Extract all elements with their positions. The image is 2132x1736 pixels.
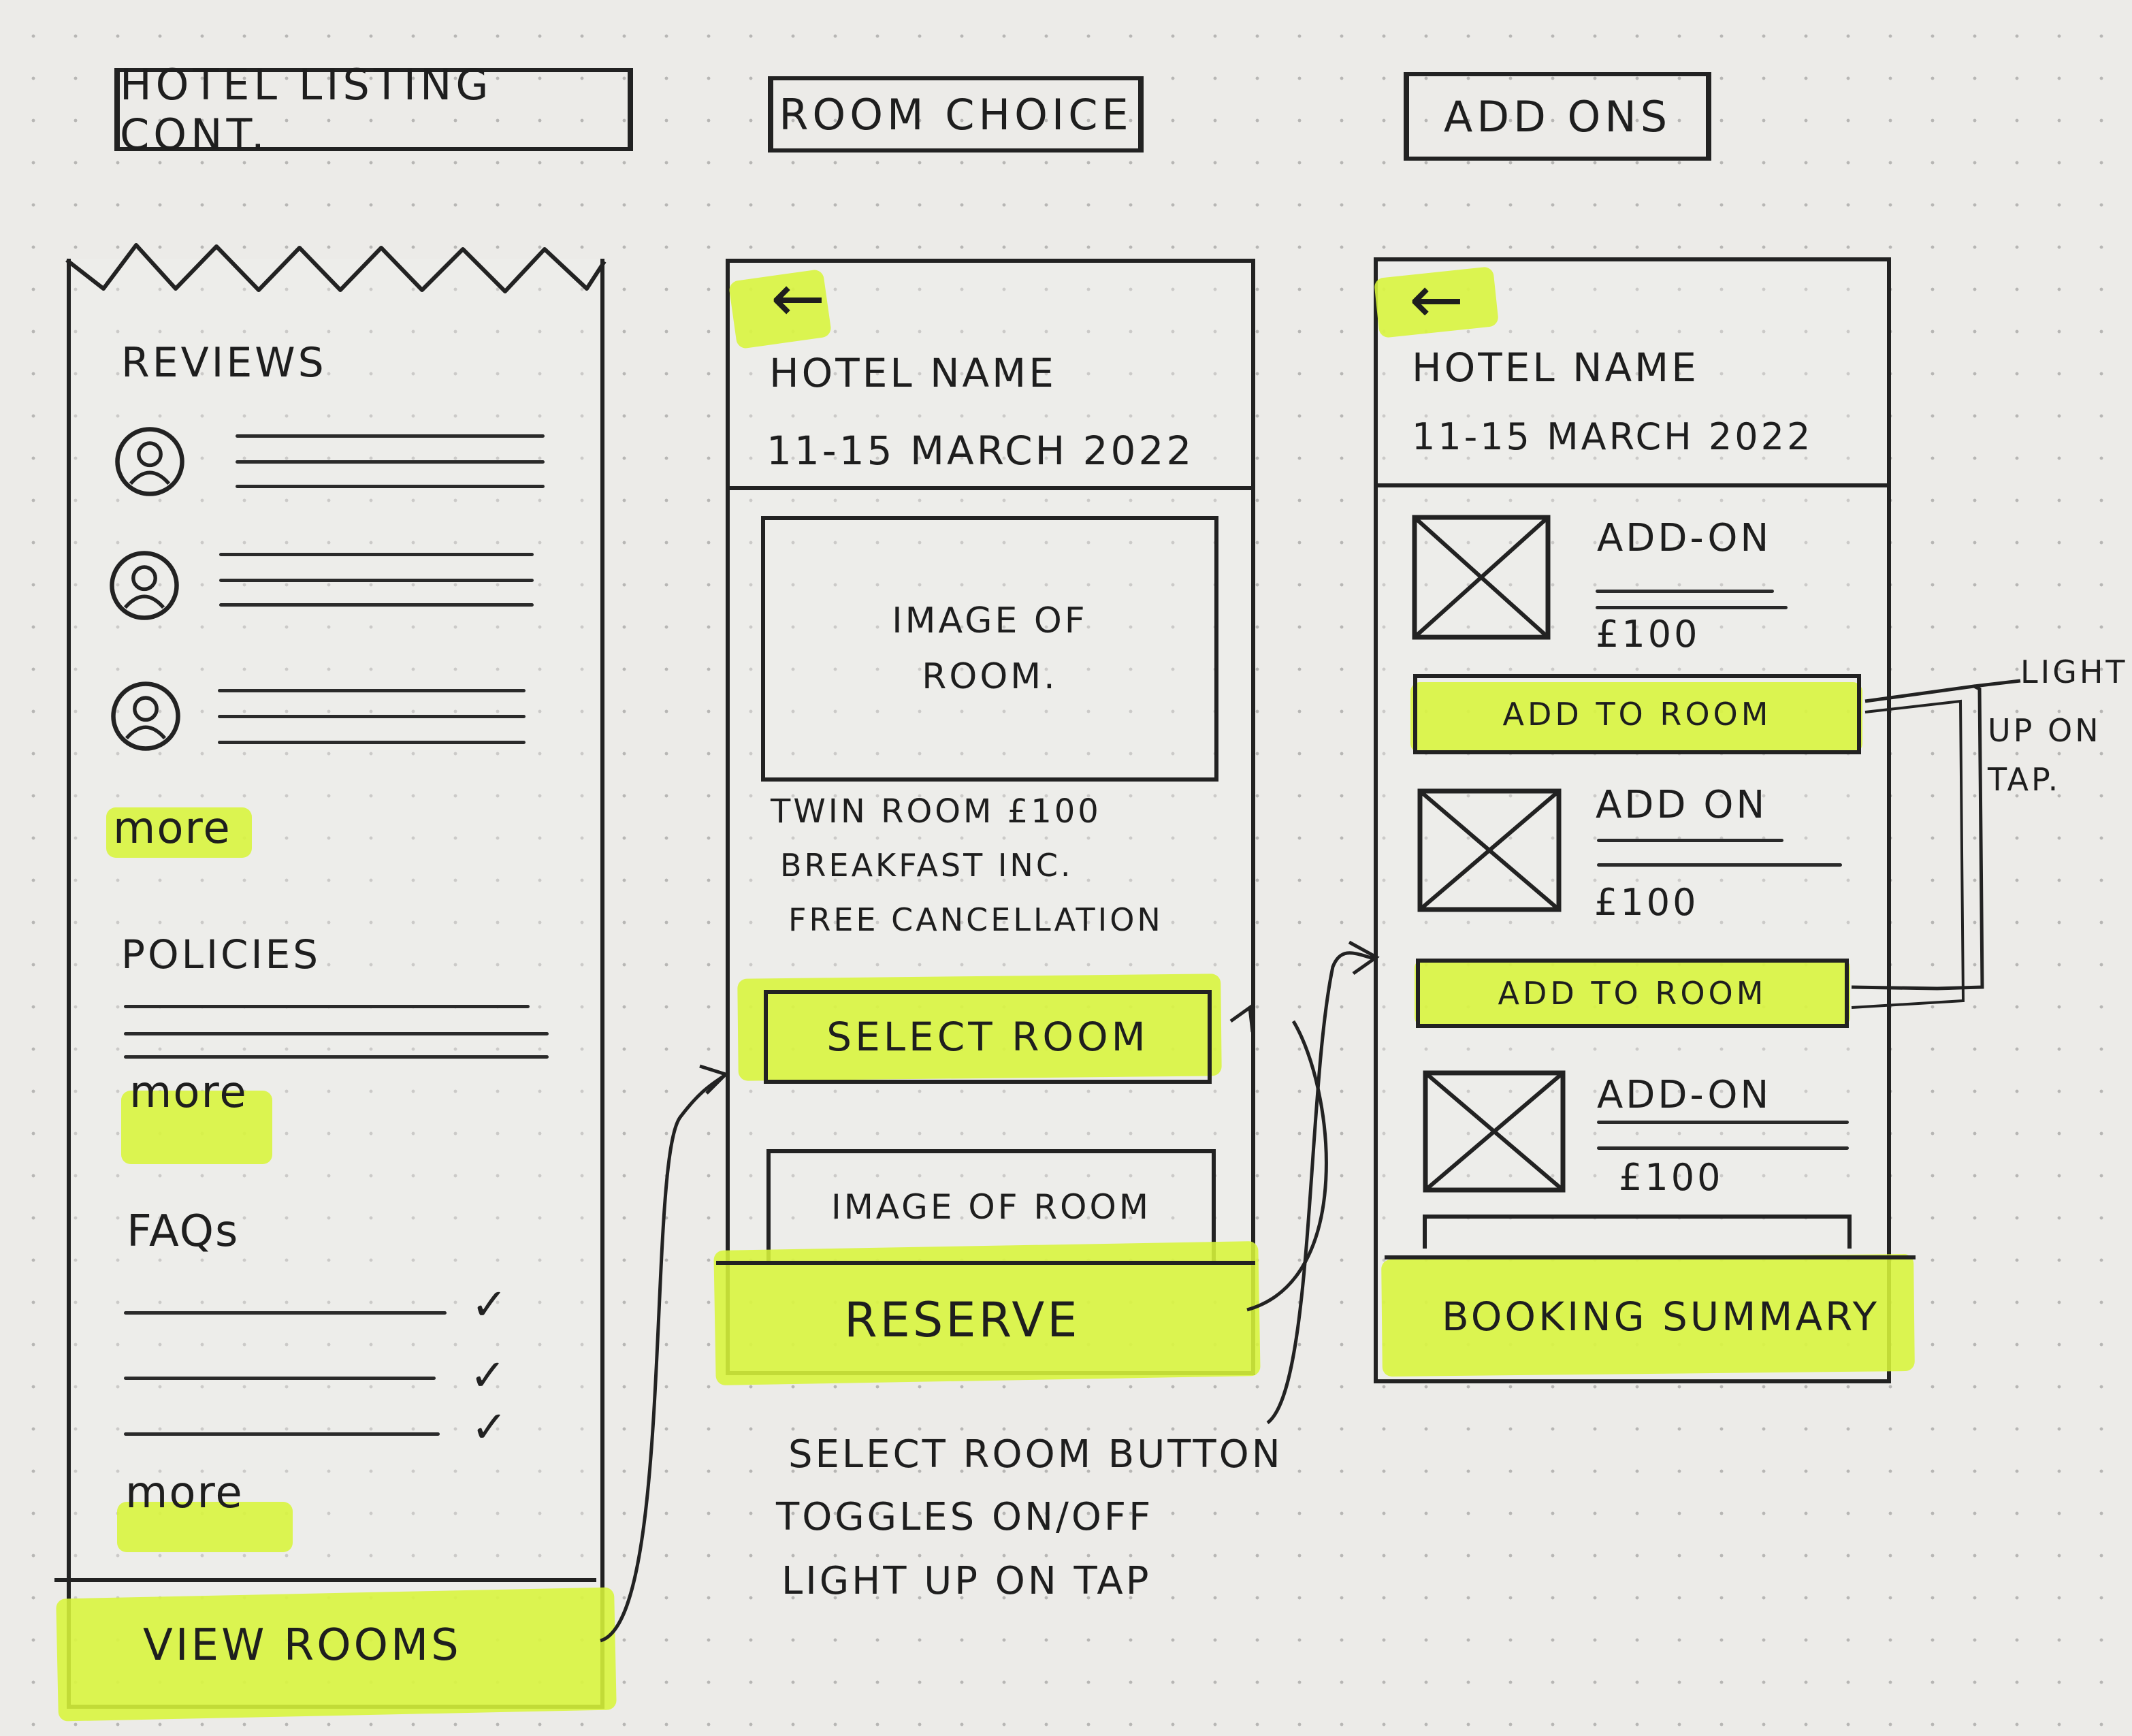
back-arrow-icon[interactable]: ← (1409, 261, 1467, 338)
faq-question-line[interactable] (124, 1311, 447, 1315)
addon-title: ADD-ON (1597, 516, 1772, 560)
phone-hotel-listing (67, 259, 604, 1709)
addon-text-line (1597, 839, 1783, 842)
highlight-reviews-more (106, 807, 252, 858)
phone-add-ons (1374, 257, 1891, 1383)
addon-title: ADD-ON (1597, 1073, 1772, 1117)
view-rooms-button[interactable]: VIEW ROOMS (143, 1620, 462, 1671)
frame-title-room-choice: ROOM CHOICE (768, 76, 1144, 152)
room-breakfast: BREAKFAST INC. (780, 847, 1073, 884)
flow-arrow-reserve (1246, 1020, 1328, 1312)
flow-arrow-view-rooms (600, 1074, 726, 1643)
frame-title-room-choice-text: ROOM CHOICE (779, 89, 1133, 140)
policy-text-line (124, 1055, 549, 1059)
addon-image-placeholder-icon (1417, 788, 1562, 912)
addon-price: £100 (1619, 1156, 1724, 1199)
arrow-head-icon (1348, 940, 1380, 976)
select-room-button[interactable]: SELECT ROOM (764, 990, 1212, 1084)
policies-more-link[interactable]: more (129, 1067, 248, 1118)
review-text-line (236, 485, 545, 488)
back-arrow-icon[interactable]: ← (771, 260, 828, 336)
reviews-more-link[interactable]: more (113, 803, 231, 854)
faq-check-icon: ✓ (471, 1280, 508, 1330)
room-image-label-2: IMAGE OF ROOM (830, 1187, 1152, 1227)
frame-title-listing-text: HOTEL LISTING CONT. (120, 60, 493, 159)
flow-arrow-toggle-note (1266, 951, 1374, 1425)
policy-text-line (124, 1032, 549, 1035)
addons-dates: 11-15 MARCH 2022 (1412, 415, 1813, 458)
addon-text-line (1596, 590, 1774, 593)
review-text-line (219, 579, 534, 582)
highlight-add-to-room-2 (1415, 959, 1850, 1027)
faq-check-icon: ✓ (470, 1351, 506, 1401)
addon-image-placeholder-icon (1423, 1070, 1566, 1193)
highlight-policies-more (121, 1091, 272, 1164)
addon-price: £100 (1596, 613, 1700, 656)
addons-header-divider (1374, 483, 1891, 487)
review-text-line (218, 689, 526, 692)
policies-heading: POLICIES (121, 931, 321, 978)
reviews-heading: REVIEWS (121, 339, 327, 387)
room-header-divider (726, 486, 1255, 490)
note-light-up-line: TAP. (1988, 761, 2061, 798)
faqs-more-link[interactable]: more (125, 1468, 244, 1518)
review-text-line (236, 434, 545, 438)
addon-image-placeholder-icon (1412, 515, 1551, 640)
note-select-toggle-line: TOGGLES ON/OFF (776, 1495, 1154, 1539)
listing-footer-divider (54, 1578, 596, 1582)
reserve-button[interactable]: RESERVE (844, 1292, 1080, 1348)
reviewer-avatar-icon (111, 681, 180, 751)
faq-question-line[interactable] (124, 1432, 440, 1436)
arrow-head-icon (699, 1064, 729, 1095)
room-footer-divider (716, 1261, 1255, 1265)
booking-summary-button[interactable]: BOOKING SUMMARY (1442, 1293, 1880, 1340)
addon-text-line (1597, 1146, 1849, 1150)
frame-title-add-ons: ADD ONS (1404, 72, 1711, 161)
room-image-label: IMAGE OF ROOM. (892, 600, 1088, 697)
room-type-price: TWIN ROOM £100 (771, 792, 1101, 831)
addon-title: ADD ON (1596, 783, 1768, 827)
highlight-add-to-room-1 (1410, 682, 1862, 753)
reviewer-avatar-icon (115, 427, 184, 496)
addon-text-line (1597, 863, 1842, 867)
review-text-line (236, 460, 545, 464)
addon-text-line (1597, 1121, 1849, 1124)
note-select-toggle-line: LIGHT UP ON TAP (781, 1559, 1152, 1603)
phone-room-choice (726, 259, 1255, 1375)
addons-footer-divider (1385, 1255, 1916, 1259)
frame-title-add-ons-text: ADD ONS (1443, 91, 1672, 142)
addons-hotel-name: HOTEL NAME (1412, 344, 1699, 391)
add-to-room-button[interactable]: ADD TO ROOM (1416, 959, 1849, 1028)
room-hotel-name: HOTEL NAME (769, 350, 1056, 396)
addon-partial-button (1423, 1215, 1852, 1249)
faq-question-line[interactable] (124, 1377, 436, 1380)
room-image-placeholder: IMAGE OF ROOM. (761, 516, 1218, 782)
review-text-line (218, 715, 526, 718)
faqs-heading: FAQs (127, 1206, 240, 1257)
review-text-line (219, 603, 534, 607)
highlight-faqs-more (117, 1502, 293, 1552)
frame-title-listing: HOTEL LISTING CONT. (114, 60, 633, 159)
note-pointer (1973, 679, 2021, 688)
note-light-up-line: LIGHT (2020, 654, 2128, 690)
reviewer-avatar-icon (110, 551, 179, 620)
note-light-up-line: UP ON (1988, 712, 2101, 749)
addon-text-line (1596, 606, 1788, 609)
policy-text-line (124, 1005, 530, 1008)
review-text-line (218, 741, 526, 744)
room-cancellation: FREE CANCELLATION (788, 901, 1163, 938)
note-select-toggle-line: SELECT ROOM BUTTON (788, 1432, 1283, 1477)
addon-price: £100 (1594, 881, 1699, 924)
review-text-line (219, 553, 534, 556)
room-dates: 11-15 MARCH 2022 (766, 428, 1195, 474)
add-to-room-button[interactable]: ADD TO ROOM (1413, 674, 1861, 754)
faq-check-icon: ✓ (471, 1402, 508, 1453)
